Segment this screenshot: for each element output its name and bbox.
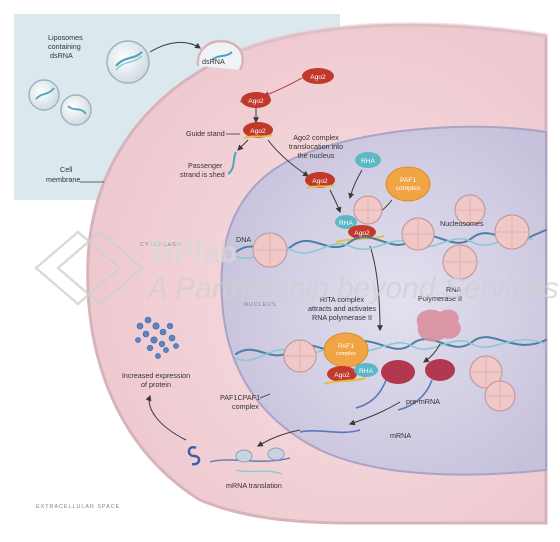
label-rna-polymerase: RNA Polymerase II bbox=[418, 285, 462, 303]
protein-cluster bbox=[135, 316, 179, 359]
svg-text:complex: complex bbox=[336, 351, 356, 357]
svg-text:RNA: RNA bbox=[446, 285, 461, 294]
translocation-arrow bbox=[267, 139, 309, 177]
label-passenger-strand: Passenger strand is shed bbox=[180, 161, 225, 179]
svg-text:RITA complex: RITA complex bbox=[320, 295, 365, 304]
svg-text:Ago2 complex: Ago2 complex bbox=[293, 133, 339, 142]
ribosomes bbox=[209, 447, 291, 475]
nucleosome bbox=[454, 194, 486, 226]
svg-text:RNA polymerase II: RNA polymerase II bbox=[312, 313, 372, 322]
label-liposomes: Liposomes containing dsRNA bbox=[48, 33, 83, 60]
nucleosome bbox=[283, 339, 317, 373]
svg-text:attracts and activates: attracts and activates bbox=[308, 304, 376, 313]
watermark-logo-icon bbox=[34, 230, 144, 306]
label-dsrna: dsRNA bbox=[202, 57, 225, 66]
svg-text:of protein: of protein bbox=[141, 380, 171, 389]
label-extracellular-space: EXTRACELLULAR SPACE bbox=[36, 504, 120, 510]
ago2-translocating: Ago2 bbox=[305, 172, 335, 189]
label-mrna-translation: mRNA translation bbox=[226, 481, 282, 490]
mrna-strand bbox=[299, 429, 361, 434]
rita-complex: PAF1 complex Ago2 RHA bbox=[323, 332, 378, 385]
pre-mrna-to-mrna-arrow bbox=[348, 401, 401, 426]
nucleosome bbox=[494, 214, 530, 250]
label-translocation: Ago2 complex translocation into the nucl… bbox=[289, 133, 343, 160]
svg-text:Ago2: Ago2 bbox=[248, 98, 264, 105]
label-increased-expression: Increased expression of protein bbox=[122, 371, 190, 389]
svg-text:Ago2: Ago2 bbox=[310, 74, 326, 81]
svg-text:dsRNA: dsRNA bbox=[50, 51, 73, 60]
nucleosome bbox=[252, 232, 288, 268]
svg-text:Liposomes: Liposomes bbox=[48, 33, 83, 42]
ago2-dsrna-complex: Ago2 bbox=[239, 92, 271, 108]
ago2-free: Ago2 bbox=[302, 68, 334, 84]
svg-text:complex: complex bbox=[232, 402, 259, 411]
label-nucleus: NUCLEUS bbox=[244, 302, 277, 308]
svg-text:PAF1: PAF1 bbox=[338, 343, 354, 350]
nucleosomes bbox=[252, 194, 530, 412]
rna-polymerase-free bbox=[416, 309, 461, 342]
protein-chain bbox=[187, 446, 201, 466]
uptake-arrow bbox=[149, 42, 201, 53]
svg-text:Ago2: Ago2 bbox=[250, 128, 266, 135]
svg-text:PAF1CPAF1: PAF1CPAF1 bbox=[220, 393, 260, 402]
paf1-complex-free: PAF1 complex bbox=[385, 166, 431, 202]
liposome-small-1 bbox=[28, 79, 60, 111]
svg-text:Cell: Cell bbox=[60, 165, 73, 174]
liposome-small-2 bbox=[60, 94, 92, 126]
label-cytoplasm: CYTOPLASM bbox=[140, 242, 182, 248]
svg-text:Ago2: Ago2 bbox=[334, 372, 350, 379]
nucleosome bbox=[469, 355, 503, 389]
svg-text:RHA: RHA bbox=[339, 220, 354, 227]
svg-text:membrane: membrane bbox=[46, 175, 80, 184]
label-cell-membrane: Cell membrane bbox=[46, 165, 80, 184]
label-dna: DNA bbox=[236, 235, 251, 244]
label-paf1c-complex: PAF1CPAF1 complex bbox=[220, 393, 260, 411]
rha-free: RHA bbox=[355, 152, 381, 168]
svg-text:Polymerase II: Polymerase II bbox=[418, 294, 462, 303]
label-mrna: mRNA bbox=[390, 431, 411, 440]
rna-polymerase-bound bbox=[355, 359, 455, 411]
rita-assembly-arrow bbox=[369, 245, 383, 332]
passenger-strand bbox=[227, 151, 237, 175]
svg-text:Ago2: Ago2 bbox=[354, 230, 370, 237]
svg-text:containing: containing bbox=[48, 42, 81, 51]
svg-text:the nucleus: the nucleus bbox=[298, 151, 335, 160]
liposome-large bbox=[106, 40, 150, 84]
export-arrow bbox=[256, 429, 301, 447]
label-guide-strand: Guide stand bbox=[186, 129, 225, 138]
dsrna-strand bbox=[211, 51, 233, 61]
svg-text:RHA: RHA bbox=[361, 158, 376, 165]
nucleosome bbox=[353, 195, 383, 225]
svg-text:translocation into: translocation into bbox=[289, 142, 343, 151]
svg-text:PAF1: PAF1 bbox=[400, 177, 416, 184]
nucleosome bbox=[484, 380, 516, 412]
svg-text:A Partnership beyond Services: A Partnership beyond Services bbox=[146, 272, 559, 305]
label-nucleosomes: Nucleosomes bbox=[440, 219, 484, 228]
svg-text:Increased expression: Increased expression bbox=[122, 371, 190, 380]
label-pre-mrna: pre-mRNA bbox=[406, 397, 440, 406]
svg-text:TiPlab: TiPlab bbox=[148, 236, 237, 269]
svg-text:complex: complex bbox=[396, 185, 421, 192]
nucleosome bbox=[401, 217, 435, 251]
label-rita: RITA complex attracts and activates RNA … bbox=[308, 295, 376, 322]
protein-expression-arrow bbox=[145, 394, 187, 441]
ago2-guide-complex: Ago2 bbox=[243, 122, 273, 139]
watermark: TiPlab A Partnership beyond Services bbox=[34, 230, 559, 306]
rha-ago2-on-dna: RHA Ago2 bbox=[335, 215, 385, 243]
svg-text:strand is shed: strand is shed bbox=[180, 170, 225, 179]
nucleosome bbox=[442, 244, 478, 280]
svg-text:Ago2: Ago2 bbox=[312, 178, 328, 185]
svg-text:Passenger: Passenger bbox=[188, 161, 223, 170]
svg-text:RHA: RHA bbox=[359, 368, 374, 375]
